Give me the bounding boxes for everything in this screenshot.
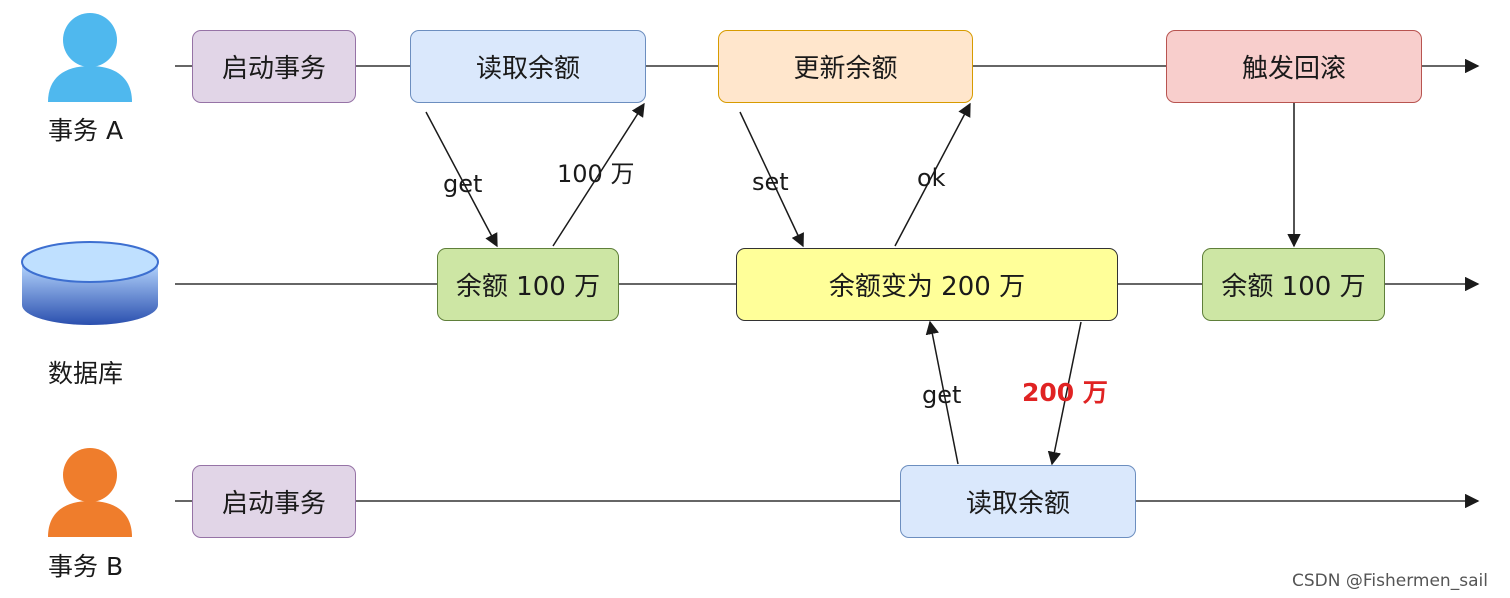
edge-label-b-get: get [922,381,962,409]
arrow-a-set [739,111,804,248]
db-initial-box: 余额 100 万 [437,248,619,321]
db-changed-text: 余额变为 200 万 [828,272,1026,302]
tx-a-update-text: 更新余额 [793,54,898,84]
user-a-icon [48,13,132,102]
tx-a-update-box: 更新余额 [718,30,973,103]
tx-b-start-box: 启动事务 [192,465,356,538]
db-label: 数据库 [48,359,124,388]
tx-a-rollback-text: 触发回滚 [1241,54,1346,84]
tx-b-read-text: 读取余额 [965,489,1070,519]
edge-label-b-result: 200 万 [1022,378,1108,407]
tx-b-start-text: 启动事务 [221,489,326,519]
db-restored-text: 余额 100 万 [1221,272,1366,302]
watermark: CSDN @Fishermen_sail [1292,571,1488,591]
tx-a-label: 事务 A [48,116,124,145]
tx-a-start-box: 启动事务 [192,30,356,103]
edge-label-a-result: 100 万 [557,160,635,188]
user-b-icon [48,448,132,537]
database-icon [21,241,159,325]
edge-label-a-set: set [752,168,789,196]
edge-label-a-get: get [443,170,483,198]
arrow-a-ok [894,102,971,247]
arrow-b-get [925,320,959,465]
edge-label-a-ok: ok [917,164,946,192]
arrow-a-get [425,111,498,248]
db-initial-text: 余额 100 万 [455,272,601,302]
tx-b-label: 事务 B [48,552,124,581]
tx-a-read-box: 读取余额 [410,30,646,103]
db-changed-box: 余额变为 200 万 [736,248,1118,321]
arrow-b-result [1047,321,1082,466]
db-restored-box: 余额 100 万 [1202,248,1385,321]
tx-b-read-box: 读取余额 [900,465,1136,538]
tx-a-rollback-box: 触发回滚 [1166,30,1422,103]
tx-a-start-text: 启动事务 [221,54,326,84]
arrow-a-result [552,102,645,247]
tx-a-read-text: 读取余额 [475,54,580,84]
